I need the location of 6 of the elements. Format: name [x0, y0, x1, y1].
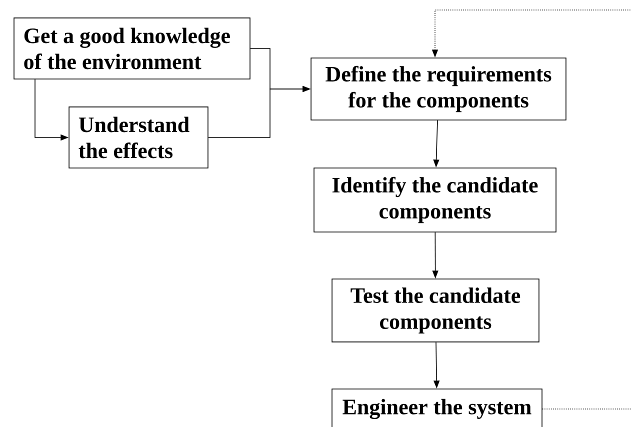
process-box: Get a good knowledge of the environment: [14, 18, 250, 80]
process-box: Understand the effects: [68, 106, 208, 168]
process-box: Define the requirements for the components: [310, 58, 566, 120]
process-box: Identify the candidate components: [314, 168, 556, 232]
process-box: Engineer the system: [332, 388, 542, 427]
process-box: Test the candidate components: [332, 278, 540, 342]
